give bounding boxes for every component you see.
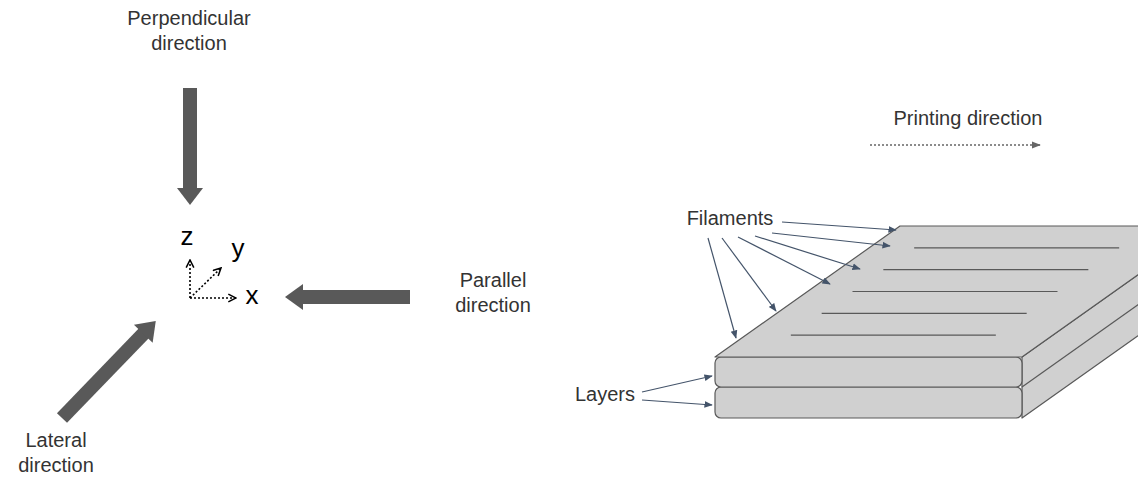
leader-lines <box>642 222 896 405</box>
lateral-arrow <box>53 312 165 427</box>
filament-line <box>791 335 996 336</box>
printing-arrow <box>870 144 1040 146</box>
axis-label: y <box>223 234 253 264</box>
parallel-arrow <box>302 290 410 304</box>
axis-label: x <box>237 281 267 311</box>
direction-arrows <box>53 88 410 427</box>
filament-line <box>914 247 1119 248</box>
direction-label: Perpendicular direction <box>119 6 259 56</box>
filament-line <box>883 269 1088 270</box>
direction-label: Layers <box>565 382 645 407</box>
direction-label: Lateral direction <box>4 428 108 478</box>
filament-line <box>822 313 1027 314</box>
filament-lines <box>791 248 1119 335</box>
filament-line <box>853 291 1058 292</box>
printed-slab <box>715 226 1138 418</box>
perpendicular-arrow-head <box>177 188 203 205</box>
axis-label: z <box>172 222 202 252</box>
direction-label: Filaments <box>670 206 790 231</box>
layer-edge <box>1022 256 1138 387</box>
axis-triad <box>190 260 236 298</box>
slab-top <box>715 226 1138 357</box>
perpendicular-arrow <box>183 88 197 189</box>
direction-label: Parallel direction <box>433 268 553 318</box>
layer-bottom <box>715 387 1022 418</box>
direction-label: Printing direction <box>858 106 1078 131</box>
parallel-arrow-head <box>285 284 303 310</box>
layer-top <box>715 357 1022 387</box>
